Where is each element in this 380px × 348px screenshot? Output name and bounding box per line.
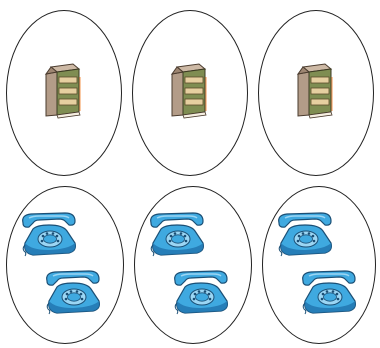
telephone-icon [19, 209, 79, 259]
group-oval [6, 186, 124, 344]
telephone-icon [171, 267, 231, 317]
telephone-icon [147, 209, 207, 259]
group-oval [132, 10, 248, 176]
book-icon [295, 63, 335, 119]
telephone-icon [43, 267, 103, 317]
group-oval [6, 10, 122, 176]
book-icon [169, 63, 209, 119]
group-oval [262, 186, 376, 344]
telephone-icon [275, 209, 335, 259]
book-icon [43, 63, 83, 119]
telephone-icon [299, 267, 359, 317]
group-oval [134, 186, 252, 344]
group-oval [258, 10, 374, 176]
